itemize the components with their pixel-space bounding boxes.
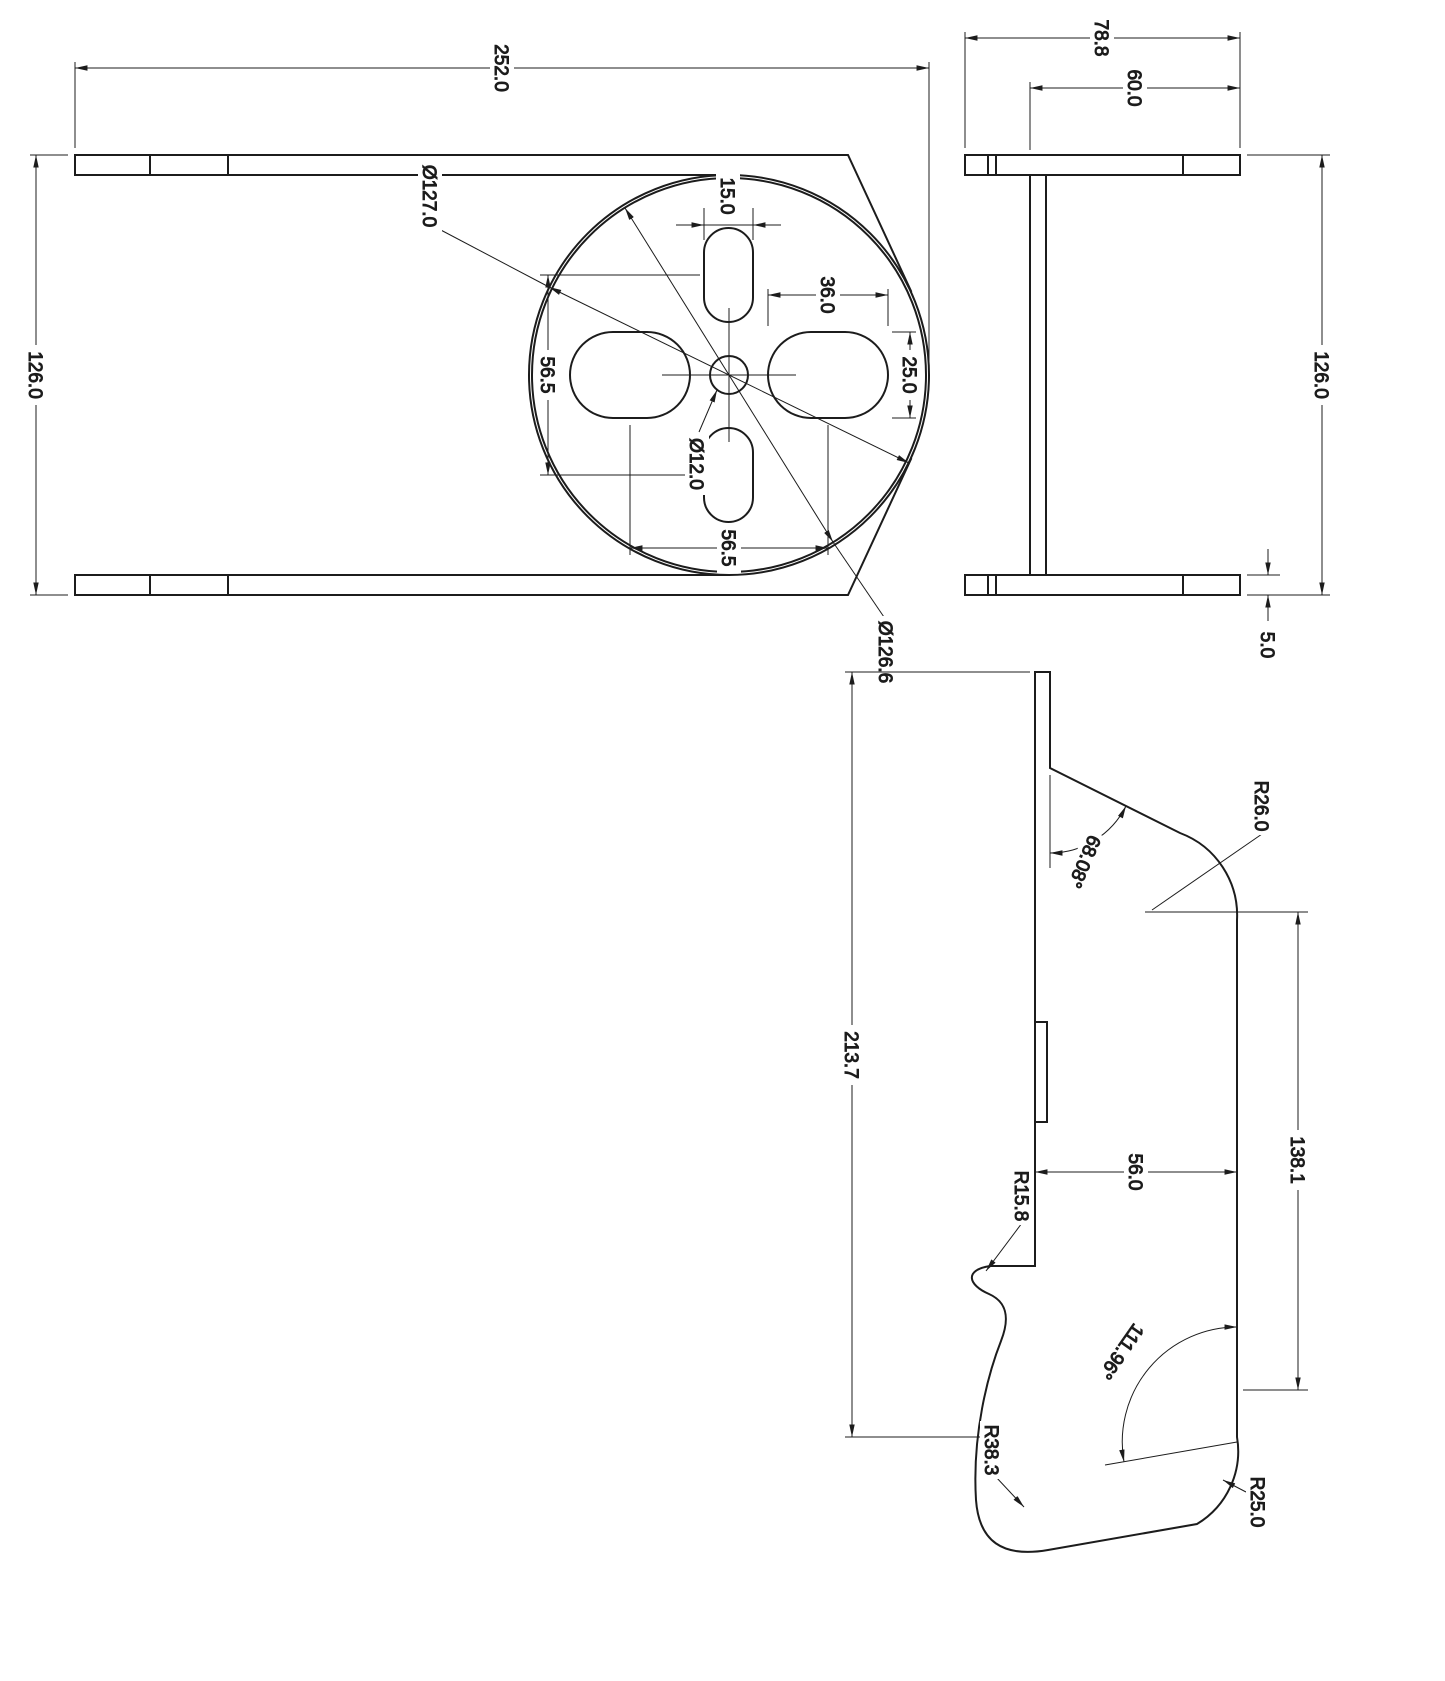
- dim-height: 126.0: [24, 154, 68, 596]
- dim-top-angle: 68.08°: [1049, 775, 1127, 896]
- profile-outline: [970, 671, 1240, 1553]
- dim-height-label: 126.0: [24, 345, 48, 405]
- profile-view: 213.7 138.1 56.0 68.08°: [840, 671, 1310, 1553]
- dim-end-height: 126.0: [1247, 154, 1334, 596]
- dim-slot-spacing-vertical-label: 56.5: [536, 350, 560, 400]
- dim-center-hole: Ø12.0: [685, 389, 718, 495]
- dim-inner-diameter-text: Ø126.6: [874, 621, 895, 683]
- top-view: 252.0 126.0 Ø127.0 Ø126.6: [24, 38, 930, 688]
- dim-notch-radius: R15.8: [985, 1167, 1034, 1272]
- dim-profile-height-label: 213.7: [840, 1025, 864, 1085]
- dim-slot-spacing-horizontal-text: 56.5: [717, 530, 738, 567]
- dim-slot-height-text: 25.0: [898, 357, 919, 394]
- dim-edge-height: 138.1: [1145, 911, 1310, 1391]
- dim-depth-text: 56.0: [1124, 1154, 1145, 1191]
- dim-height-text: 126.0: [24, 351, 45, 399]
- dim-edge-height-label: 138.1: [1286, 1130, 1310, 1190]
- dim-outer-diameter-label: Ø127.0: [418, 160, 442, 232]
- dim-flange-width: 60.0: [1029, 63, 1240, 150]
- dim-flange-width-text: 60.0: [1123, 70, 1144, 107]
- dim-top-radius: R26.0: [1151, 777, 1274, 911]
- dim-inner-diameter: Ø126.6: [624, 207, 898, 688]
- end-view-part: [964, 154, 1241, 596]
- dim-flange-thickness-label: 5.0: [1256, 625, 1280, 665]
- dim-outer-diameter-text: Ø127.0: [418, 165, 439, 227]
- dim-edge-height-text: 138.1: [1286, 1136, 1307, 1184]
- dim-flange-thickness: 5.0: [1247, 549, 1280, 665]
- dim-slot-length-label: 36.0: [816, 270, 840, 320]
- dim-length-label: 252.0: [490, 38, 514, 98]
- dim-depth: 56.0: [1035, 1147, 1237, 1197]
- dim-cove-radius-text: R38.3: [980, 1425, 1001, 1476]
- dim-slot-width-label: 15.0: [716, 171, 740, 221]
- dim-corner-radius: R25.0: [1222, 1473, 1270, 1531]
- dim-slot-spacing-vertical-text: 56.5: [536, 357, 557, 394]
- dim-slot-width: 15.0: [676, 171, 781, 240]
- dim-profile-height-text: 213.7: [840, 1031, 861, 1079]
- profile-part: [970, 671, 1240, 1553]
- dim-width: 78.8: [964, 13, 1241, 148]
- dim-corner-radius-label: R25.0: [1246, 1473, 1270, 1531]
- dim-length: 252.0: [74, 38, 930, 368]
- dim-slot-spacing-horizontal-label: 56.5: [717, 523, 741, 573]
- dim-cove-radius: R38.3: [980, 1421, 1025, 1508]
- dim-bottom-angle: 111.96°: [1091, 1315, 1238, 1466]
- top-view-part: [74, 154, 930, 596]
- dim-top-angle-label: 68.08°: [1061, 828, 1109, 896]
- dim-slot-height: 25.0: [892, 331, 922, 419]
- dim-bottom-angle-label: 111.96°: [1091, 1315, 1153, 1389]
- dim-top-radius-text: R26.0: [1250, 781, 1271, 832]
- dim-width-label: 78.8: [1090, 13, 1114, 63]
- rail-top-outer: [74, 154, 913, 293]
- dim-profile-height: 213.7: [840, 671, 1030, 1438]
- dim-slot-length-text: 36.0: [816, 277, 837, 314]
- profile-tab: [1034, 1021, 1048, 1123]
- dim-notch-radius-text: R15.8: [1010, 1171, 1031, 1222]
- dim-slot-height-label: 25.0: [898, 350, 922, 400]
- dim-top-radius-label: R26.0: [1250, 777, 1274, 835]
- end-view: 78.8 60.0 126.0: [964, 13, 1334, 665]
- dim-notch-radius-label: R15.8: [1010, 1167, 1034, 1225]
- dim-flange-width-label: 60.0: [1123, 63, 1147, 113]
- dim-cove-radius-label: R38.3: [980, 1421, 1004, 1479]
- dim-corner-radius-text: R25.0: [1246, 1477, 1267, 1528]
- dim-center-hole-label: Ø12.0: [685, 433, 709, 495]
- dim-center-hole-text: Ø12.0: [685, 438, 706, 490]
- slot-top: [703, 227, 754, 323]
- dim-width-text: 78.8: [1090, 20, 1111, 57]
- slot-bottom: [703, 427, 754, 523]
- dim-end-height-text: 126.0: [1310, 351, 1331, 399]
- dim-length-text: 252.0: [490, 44, 511, 92]
- rail-bottom-outer: [74, 457, 913, 596]
- dim-depth-label: 56.0: [1124, 1147, 1148, 1197]
- flange-bottom: [964, 574, 1241, 596]
- dim-flange-thickness-text: 5.0: [1256, 632, 1277, 658]
- dim-slot-length: 36.0: [767, 270, 889, 326]
- dim-slot-spacing-vertical: 56.5: [536, 274, 700, 476]
- dim-end-height-label: 126.0: [1310, 345, 1334, 405]
- dim-slot-width-text: 15.0: [716, 178, 737, 215]
- flange-top: [964, 154, 1241, 176]
- dim-slot-spacing-horizontal: 56.5: [629, 425, 829, 573]
- dim-inner-diameter-label: Ø126.6: [874, 616, 898, 688]
